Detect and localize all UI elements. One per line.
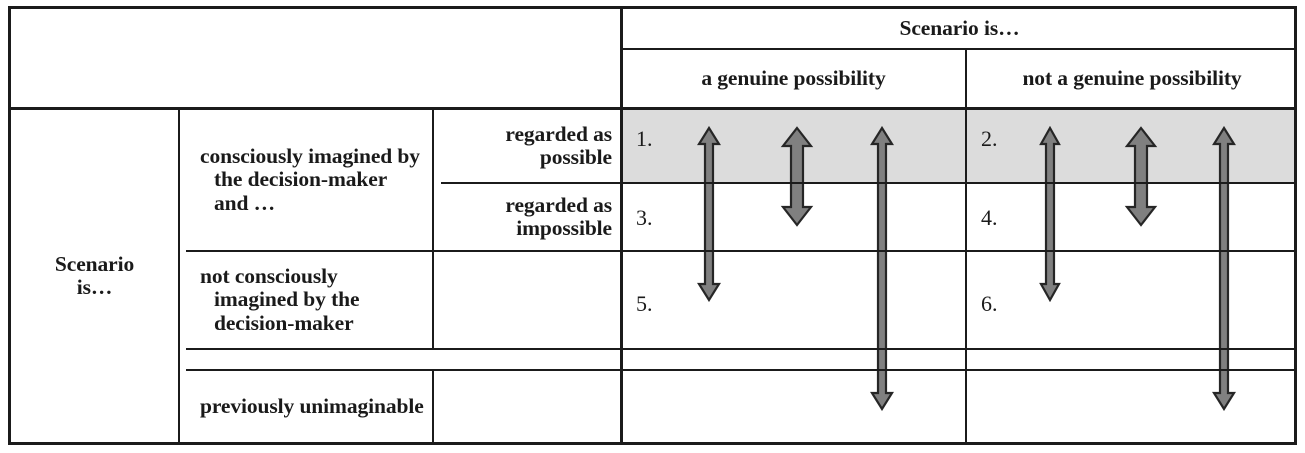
rule-after-row-labels-bottom	[432, 369, 434, 445]
data-cell-4: 4.	[967, 183, 1297, 251]
right-col-mid-arrow	[1124, 126, 1158, 227]
left-col-short-arrow	[696, 126, 722, 302]
border-top	[8, 6, 1297, 9]
border-bottom	[8, 442, 1297, 445]
data-cell-1: 1.	[622, 109, 965, 183]
data-cell-1-number: 1.	[636, 126, 653, 151]
row-label-previously-unimaginable-text: previously unimaginable	[200, 393, 424, 418]
column-header-genuine-possibility-label: a genuine possibility	[701, 66, 886, 91]
column-header-not-genuine-possibility: not a genuine possibility	[967, 49, 1297, 109]
rule-after-row-labels	[432, 107, 434, 349]
data-cell-6: 6.	[967, 251, 1297, 349]
rule-after-row-header-group	[178, 107, 180, 445]
data-cell-6-number: 6.	[981, 291, 998, 316]
row-label-consciously-imagined: consciously imagined by the decision-mak…	[186, 109, 432, 251]
column-header-group-label: Scenario is…	[899, 16, 1020, 41]
border-left	[8, 6, 11, 445]
row-label-not-consciously-imagined-text: not consciously imagined by the decision…	[200, 263, 360, 335]
rule-between-scenario-columns	[965, 48, 967, 445]
data-cell-previously-unimaginable-right	[967, 370, 1297, 443]
sub-row-label-regarded-as-impossible: regarded as impossible	[441, 183, 622, 251]
rule-under-consciously-imagined	[186, 250, 1297, 252]
border-right	[1294, 6, 1297, 445]
sub-row-label-regarded-as-possible: regarded as possible	[441, 109, 622, 183]
rule-before-scenario-columns	[620, 6, 623, 445]
data-cell-3-number: 3.	[636, 205, 653, 230]
row-label-consciously-imagined-text: consciously imagined by the decision-mak…	[200, 143, 420, 215]
sub-row-label-regarded-as-impossible-text: regarded as impossible	[505, 192, 612, 240]
column-header-genuine-possibility: a genuine possibility	[622, 49, 965, 109]
data-cell-3: 3.	[622, 183, 965, 251]
data-cell-2-number: 2.	[981, 126, 998, 151]
left-col-long-arrow	[869, 126, 895, 411]
rule-under-group-header	[622, 48, 1297, 50]
data-cell-4-number: 4.	[981, 205, 998, 230]
sub-row-label-empty-not-consciously	[441, 251, 622, 349]
row-label-previously-unimaginable: previously unimaginable	[186, 370, 432, 443]
data-cell-2: 2.	[967, 109, 1297, 183]
data-cell-5-number: 5.	[636, 291, 653, 316]
rule-under-column-headers	[8, 107, 1297, 110]
sub-row-label-regarded-as-possible-text: regarded as possible	[505, 121, 612, 169]
rule-under-not-consciously-imagined	[186, 348, 1297, 350]
right-col-long-arrow	[1211, 126, 1237, 411]
rule-between-possible-impossible	[441, 182, 1297, 184]
right-col-short-arrow	[1038, 126, 1062, 302]
sub-row-label-empty-previously-unimaginable	[441, 370, 622, 443]
column-header-not-genuine-possibility-label: not a genuine possibility	[1022, 66, 1242, 91]
data-cell-previously-unimaginable-left	[622, 370, 965, 443]
data-cell-5: 5.	[622, 251, 965, 349]
row-label-not-consciously-imagined: not consciously imagined by the decision…	[186, 251, 432, 349]
column-header-group-scenario-is: Scenario is…	[622, 9, 1297, 49]
rule-above-previously-unimaginable	[186, 369, 1297, 371]
left-col-mid-arrow	[780, 126, 814, 227]
scenario-matrix-table: Scenario is… a genuine possibility not a…	[8, 6, 1297, 446]
